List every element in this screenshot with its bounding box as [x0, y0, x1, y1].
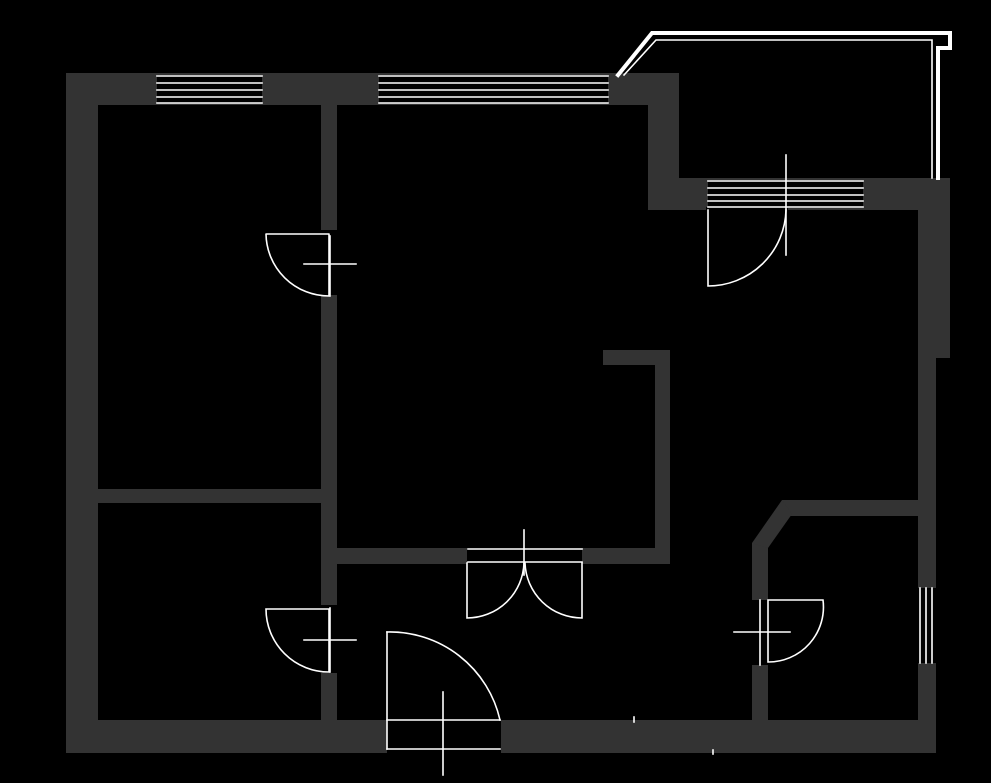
balcony-rail-inner — [622, 39, 933, 179]
window-top-left — [156, 75, 263, 104]
wall-bath-diagonal — [752, 500, 792, 548]
door-living-double — [466, 529, 583, 619]
windows — [156, 75, 936, 664]
window-right-small — [918, 587, 936, 664]
door-bedroom-lower — [265, 607, 357, 673]
door-bathroom — [733, 599, 825, 666]
door-bedroom-upper — [265, 233, 357, 297]
balcony-rail-outer — [615, 31, 952, 180]
detail-ticks — [633, 716, 714, 755]
wall-kitchen-vertical — [655, 350, 670, 563]
door-openings — [320, 207, 788, 673]
wall-bedroom-divider — [96, 489, 324, 503]
opening-balcony — [706, 207, 788, 213]
door-entrance — [386, 631, 501, 776]
wall-bath-top — [782, 500, 922, 516]
walls — [66, 73, 950, 753]
window-top-center — [378, 75, 609, 104]
wall-right-jamb — [932, 178, 950, 358]
wall-left — [66, 73, 98, 753]
door-balcony — [707, 154, 787, 287]
balcony — [615, 31, 952, 180]
wall-kitchen-stub — [603, 350, 670, 365]
